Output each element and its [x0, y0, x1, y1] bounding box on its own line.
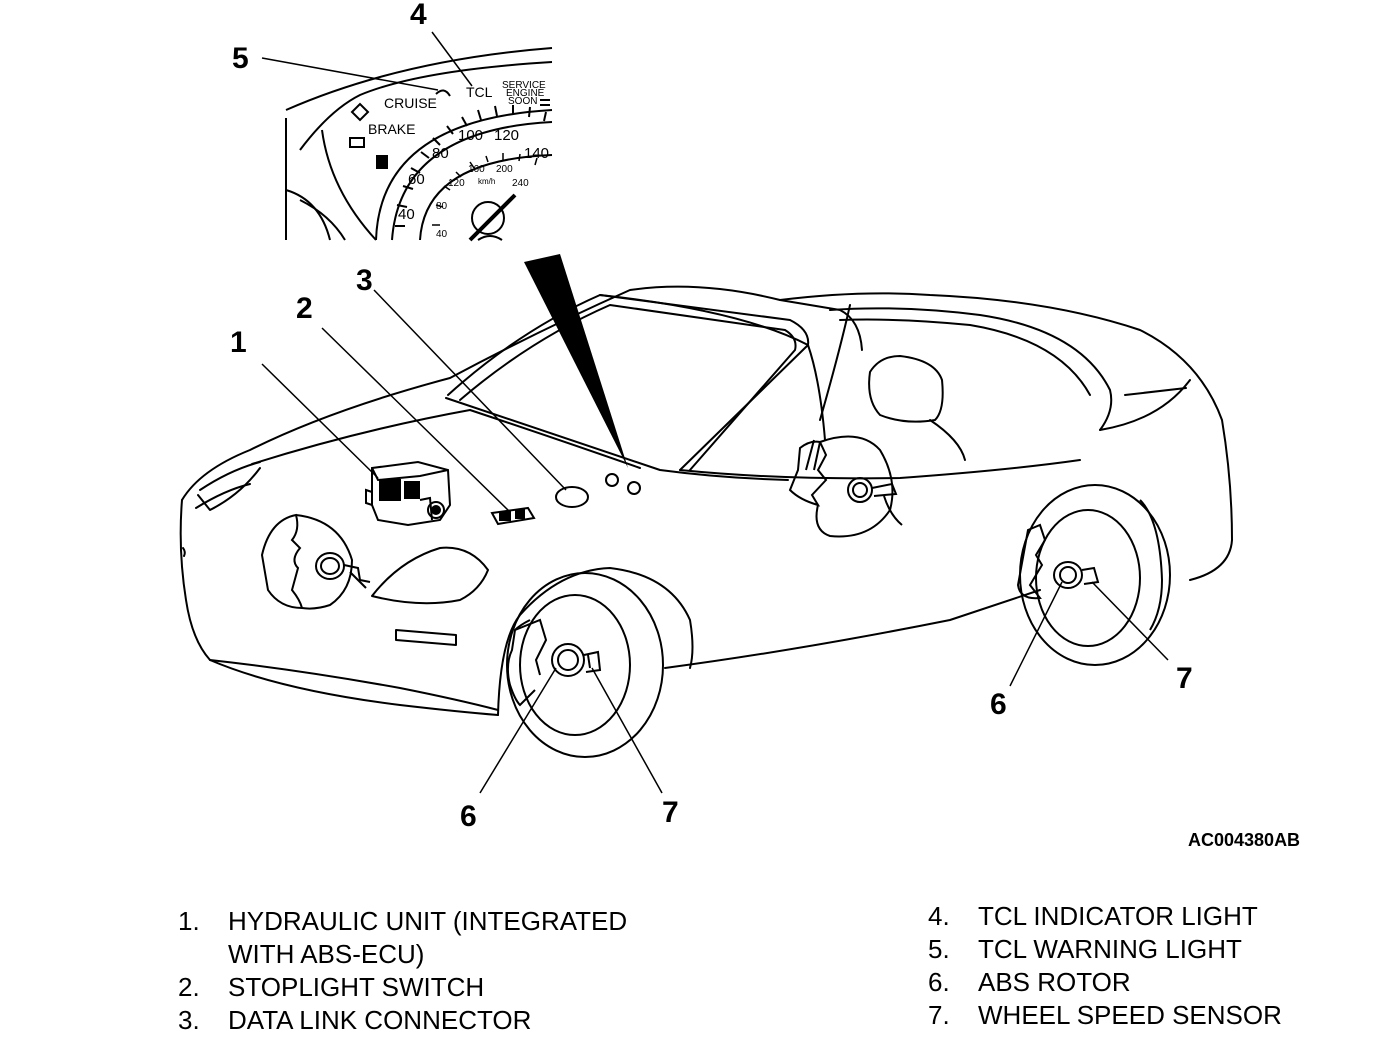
speed-inner-120: 120: [448, 178, 465, 189]
stoplight-switch: [490, 506, 536, 526]
legend-item-6: 6. ABS ROTOR: [928, 966, 1282, 999]
speed-outer-120: 120: [494, 127, 519, 144]
legend-text: TCL WARNING LIGHT: [978, 934, 1242, 964]
dash-indicators: [605, 473, 641, 495]
callout-4: 4: [410, 0, 427, 31]
front-left-wheel: [260, 513, 371, 610]
tcl-warning-icon: [435, 89, 451, 97]
callout-numbers: 1 2 3 4 5 6 7 6 7: [230, 0, 1193, 833]
service-label: SERVICE: [502, 80, 546, 91]
speed-outer-80: 80: [432, 145, 449, 162]
leader-7a: [591, 667, 663, 794]
leader-lines: [261, 31, 1169, 794]
callout-6-front: 6: [460, 800, 477, 833]
speed-outer-40: 40: [398, 206, 415, 223]
callout-7-front: 7: [662, 796, 679, 829]
rear-right-wheel: [1016, 484, 1171, 666]
battery-icon: [349, 137, 365, 148]
cruise-label: CRUISE: [384, 95, 437, 111]
speed-outer-140: 140: [524, 145, 549, 162]
engine-label: ENGINE: [506, 88, 545, 99]
rear-left-wheel: [788, 435, 903, 538]
legend-num: 2.: [178, 972, 200, 1002]
cluster-labels: CRUISE BRAKE TCL SERVICE ENGINE SOON 40 …: [368, 80, 549, 240]
legend-text: TCL INDICATOR LIGHT: [978, 901, 1258, 931]
car-body: [179, 285, 1233, 716]
leader-4: [431, 31, 473, 87]
legend-num: 5.: [928, 934, 950, 964]
soon-label: SOON: [508, 96, 537, 107]
speed-outer-60: 60: [408, 171, 425, 188]
hydraulic-unit: [365, 460, 452, 527]
callout-7-rear: 7: [1176, 662, 1193, 695]
legend-item-2: 2. STOPLIGHT SWITCH: [178, 971, 627, 1004]
legend-num: 6.: [928, 967, 950, 997]
callout-2: 2: [296, 292, 313, 325]
front-right-wheel: [506, 572, 664, 758]
leader-7b: [1091, 581, 1169, 661]
speed-inner-240: 240: [512, 178, 529, 189]
legend-text: STOPLIGHT SWITCH: [228, 972, 485, 1002]
instrument-cluster-inset: [285, 47, 553, 242]
leader-3: [373, 289, 567, 491]
legend-right: 4. TCL INDICATOR LIGHT 5. TCL WARNING LI…: [928, 900, 1282, 1032]
leader-5: [261, 57, 439, 91]
fuel-icon: [376, 155, 388, 169]
figure-code: AC004380AB: [1188, 830, 1300, 850]
legend-num: 7.: [928, 1000, 950, 1030]
speed-inner-40: 40: [436, 229, 448, 240]
speed-inner-200: 200: [496, 164, 513, 175]
callout-3: 3: [356, 264, 373, 297]
legend-text: DATA LINK CONNECTOR: [228, 1005, 532, 1035]
brake-label: BRAKE: [368, 121, 415, 137]
callout-1: 1: [230, 326, 247, 359]
legend-num: 1.: [178, 906, 200, 936]
speedo-ticks: [395, 105, 547, 227]
turn-signal-icon: [350, 102, 370, 122]
speed-inner-160: 160: [468, 164, 485, 175]
tcl-label: TCL: [466, 84, 493, 100]
speed-inner-80: 80: [436, 201, 448, 212]
speed-outer-100: 100: [458, 127, 483, 144]
legend-num: 4.: [928, 901, 950, 931]
leader-2: [321, 327, 511, 513]
leader-6a: [479, 667, 557, 794]
speed-unit: km/h: [478, 177, 495, 186]
legend-item-4: 4. TCL INDICATOR LIGHT: [928, 900, 1282, 933]
legend-text: WHEEL SPEED SENSOR: [978, 1000, 1282, 1030]
legend-text: ABS ROTOR: [978, 967, 1131, 997]
cluster-pointer-wedge: [524, 254, 628, 468]
legend-item-7: 7. WHEEL SPEED SENSOR: [928, 999, 1282, 1032]
leader-1: [261, 363, 379, 479]
data-link-connector: [555, 486, 589, 508]
callout-5: 5: [232, 42, 249, 75]
legend-item-5: 5. TCL WARNING LIGHT: [928, 933, 1282, 966]
legend-num: 3.: [178, 1005, 200, 1035]
leader-6b: [1009, 581, 1063, 687]
callout-6-rear: 6: [990, 688, 1007, 721]
legend-item-3: 3. DATA LINK CONNECTOR: [178, 1004, 627, 1037]
